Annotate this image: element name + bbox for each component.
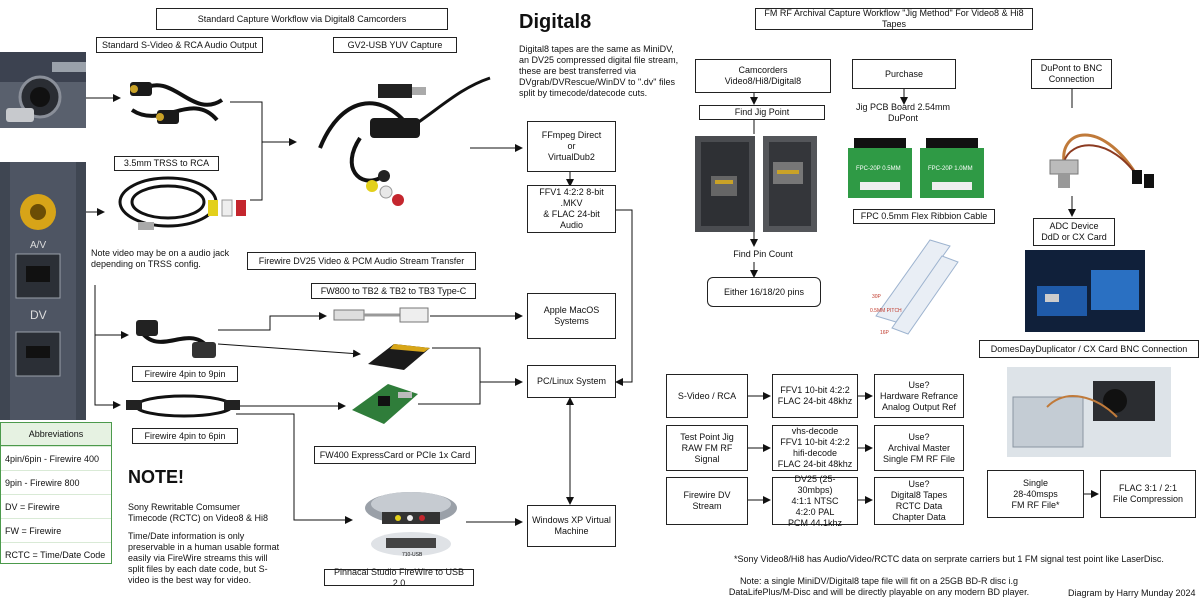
title-description: Digital8 tapes are the same as MiniDV, a…: [519, 44, 679, 98]
abbreviation-item: RCTC = Time/Date Code: [1, 542, 111, 566]
pin-count-box: Either 16/18/20 pins: [707, 277, 821, 307]
domesday-setup-photo: [1007, 367, 1171, 457]
fpc-30p-label: 30P: [872, 294, 881, 300]
right-workflow-title: FM RF Archival Capture Workflow "Jig Met…: [755, 8, 1033, 30]
camcorders-box: Camcorders Video8/Hi8/Digital8: [695, 59, 831, 93]
find-pin-count-label: Find Pin Count: [706, 247, 820, 261]
use-svideo-box: Use? Hardware Refrance Analog Output Ref: [874, 374, 964, 418]
pc-linux-box: PC/Linux System: [527, 365, 616, 398]
pinnacle-model-label: 710-USB: [402, 552, 423, 558]
abbreviations-header: Abbreviations: [1, 423, 111, 446]
pinnacle-label: Pinnacal Studio FireWire to USB 2.0: [324, 567, 474, 588]
fw-4-to-6-label: Firewire 4pin to 6pin: [132, 428, 238, 444]
diagram-credit: Diagram by Harry Munday 2024: [1068, 588, 1196, 598]
fw-4-to-9-label: Firewire 4pin to 9pin: [132, 366, 238, 382]
pcb-right-label: FPC-20P 1.0MM: [928, 166, 973, 172]
jig-point-photo-right: [763, 136, 817, 232]
gv2-usb-device-image: [300, 68, 500, 216]
adc-device-box: ADC Device DdD or CX Card: [1033, 218, 1115, 246]
macos-box: Apple MacOS Systems: [527, 293, 616, 339]
domesday-label: DomesDayDuplicator / CX Card BNC Connect…: [979, 340, 1199, 358]
note-rctc: Sony Rewritable Comsumer Timecode (RCTC)…: [128, 502, 269, 523]
flac-compression-box: FLAC 3:1 / 2:1 File Compression: [1100, 470, 1196, 518]
firewire-stream-label: Firewire DV25 Video & PCM Audio Stream T…: [247, 252, 476, 270]
source-jig-box: Test Point Jig RAW FM RF Signal: [666, 425, 748, 471]
camcorder-ports-photo: A/V DV: [0, 162, 86, 420]
camcorder-svideo-photo: [0, 52, 86, 128]
dv-port-label: DV: [30, 308, 47, 322]
jig-pcb-board-image: FPC-20P 0.5MM FPC-20P 1.0MM: [846, 132, 986, 202]
pcie-card-image: [348, 380, 420, 428]
dupont-bnc-box: DuPont to BNC Connection: [1031, 59, 1112, 89]
fpc-ribbon-image: 30P 0.5MM PITCH 16P: [870, 236, 962, 338]
use-jig-box: Use? Archival Master Single FM RF File: [874, 425, 964, 471]
fw-4-to-6-cable-image: [124, 388, 242, 424]
av-port-label: A/V: [30, 240, 47, 251]
footnote-bdr: Note: a single MiniDV/Digital8 tape file…: [728, 576, 1030, 597]
abbreviation-item: FW = Firewire: [1, 518, 111, 542]
fw400-card-label: FW400 ExpressCard or PCIe 1x Card: [314, 446, 476, 464]
purchase-box: Purchase: [852, 59, 956, 89]
trss-to-rca-label: 3.5mm TRSS to RCA: [114, 156, 219, 171]
fpc-16p-label: 16P: [880, 330, 889, 336]
trss-note: Note video may be on a audio jack depend…: [91, 248, 230, 269]
winxp-box: Windows XP Virtual Machine: [527, 505, 616, 547]
svideo-output-label: Standard S-Video & RCA Audio Output: [96, 37, 263, 53]
jig-point-photo-left: [695, 136, 755, 232]
ffv1-box: FFV1 4:2:2 8-bit .MKV & FLAC 24-bit Audi…: [527, 185, 616, 233]
footnote-rctc: *Sony Video8/Hi8 has Audio/Video/RCTC da…: [734, 554, 1164, 564]
note-heading: NOTE!: [128, 467, 184, 487]
expresscard-image: [364, 340, 432, 372]
ffmpeg-box: FFmpeg Direct or VirtualDub2: [527, 121, 616, 172]
svideo-cable-image: [122, 60, 232, 130]
trss-rca-cable-image: [108, 170, 253, 242]
abbreviation-item: DV = Firewire: [1, 494, 111, 518]
source-firewire-box: Firewire DV Stream: [666, 477, 748, 525]
format-svideo-box: FFV1 10-bit 4:2:2 FLAC 24-bit 48khz: [772, 374, 858, 418]
diagram-title: Digital8: [519, 11, 592, 33]
single-rf-box: Single 28-40msps FM RF File*: [987, 470, 1084, 518]
format-jig-box: vhs-decode FFV1 10-bit 4:2:2 hifi-decode…: [772, 425, 858, 471]
fpc-cable-label: FPC 0.5mm Flex Ribbion Cable: [853, 209, 995, 224]
use-firewire-box: Use? Digital8 Tapes RCTC Data Chapter Da…: [874, 477, 964, 525]
left-workflow-title: Standard Capture Workflow via Digital8 C…: [156, 8, 448, 30]
source-svideo-box: S-Video / RCA: [666, 374, 748, 418]
format-firewire-box: DV25 (25-30mbps) 4:1:1 NTSC 4:2:0 PAL PC…: [772, 474, 858, 528]
note-timedate: Time/Date information is only preservabl…: [128, 531, 280, 585]
pcb-left-label: FPC-20P 0.5MM: [856, 166, 901, 172]
abbreviation-item: 4pin/6pin - Firewire 400: [1, 446, 111, 470]
fw800-adapter-label: FW800 to TB2 & TB2 to TB3 Type-C: [311, 283, 476, 299]
fpc-pitch-label: 0.5MM PITCH: [870, 308, 902, 314]
abbreviation-item: 9pin - Firewire 800: [1, 470, 111, 494]
fw-4-to-9-cable-image: [130, 310, 220, 364]
find-jig-box: Find Jig Point: [699, 105, 825, 120]
adc-device-photo: [1025, 250, 1145, 332]
jig-pcb-label: Jig PCB Board 2.54mm DuPont: [846, 102, 960, 123]
pinnacle-device-image: 710-USB: [356, 486, 466, 562]
gv2-capture-label: GV2-USB YUV Capture: [333, 37, 457, 53]
fw800-adapter-image: [332, 300, 432, 330]
abbreviations-table: Abbreviations 4pin/6pin - Firewire 400 9…: [0, 422, 112, 564]
dupont-bnc-cable-image: [1040, 110, 1156, 196]
